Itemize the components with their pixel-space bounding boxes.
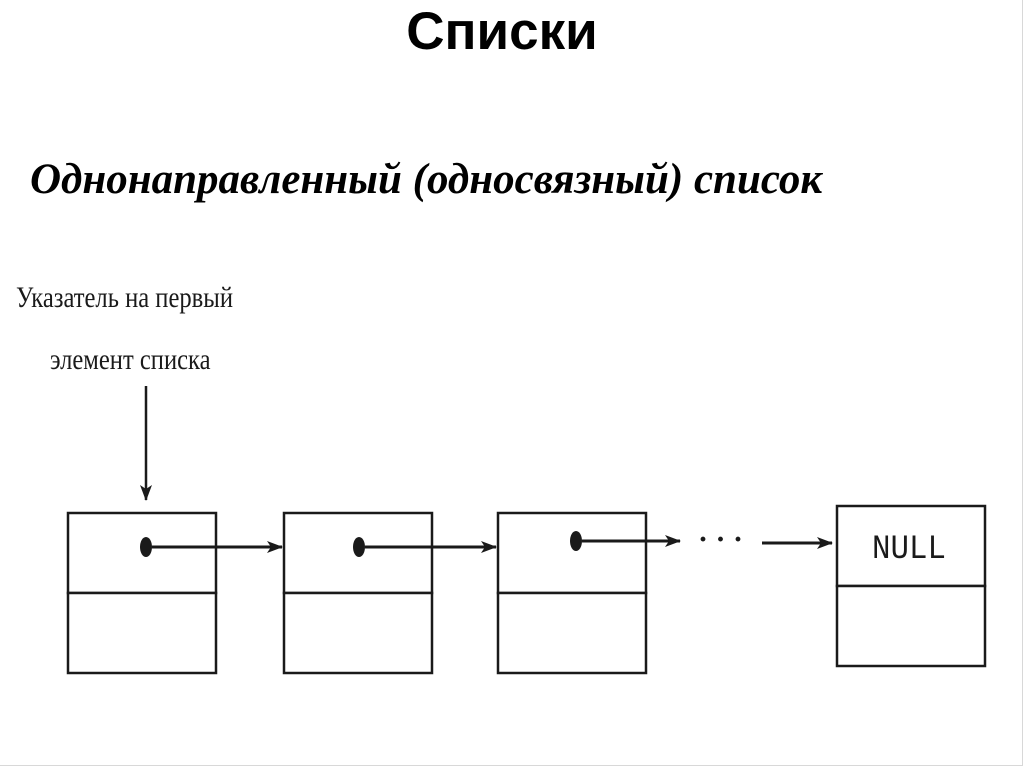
pointer-label-line1: Указатель на первый [16,281,233,314]
node-3-data-cell [496,511,648,595]
null-label: NULL [872,531,946,569]
node-1-pointer-dot [140,537,152,557]
list-node-1 [66,511,218,675]
node-3-pointer-dot [570,531,582,551]
node-last-next-cell [835,584,987,668]
list-node-2 [282,511,434,675]
node-3-next-cell [496,591,648,675]
node-2-next-cell [282,591,434,675]
pointer-label-line2: элемент списка [50,343,211,376]
slide-subtitle: Однонаправленный (односвязный) список [30,156,823,203]
list-node-3 [496,511,648,675]
ellipsis-dots: · · · [698,523,743,556]
slide-title: Списки [406,2,598,61]
node-2-pointer-dot [353,537,365,557]
list-node-last: NULL [835,504,987,668]
node-1-next-cell [66,591,218,675]
